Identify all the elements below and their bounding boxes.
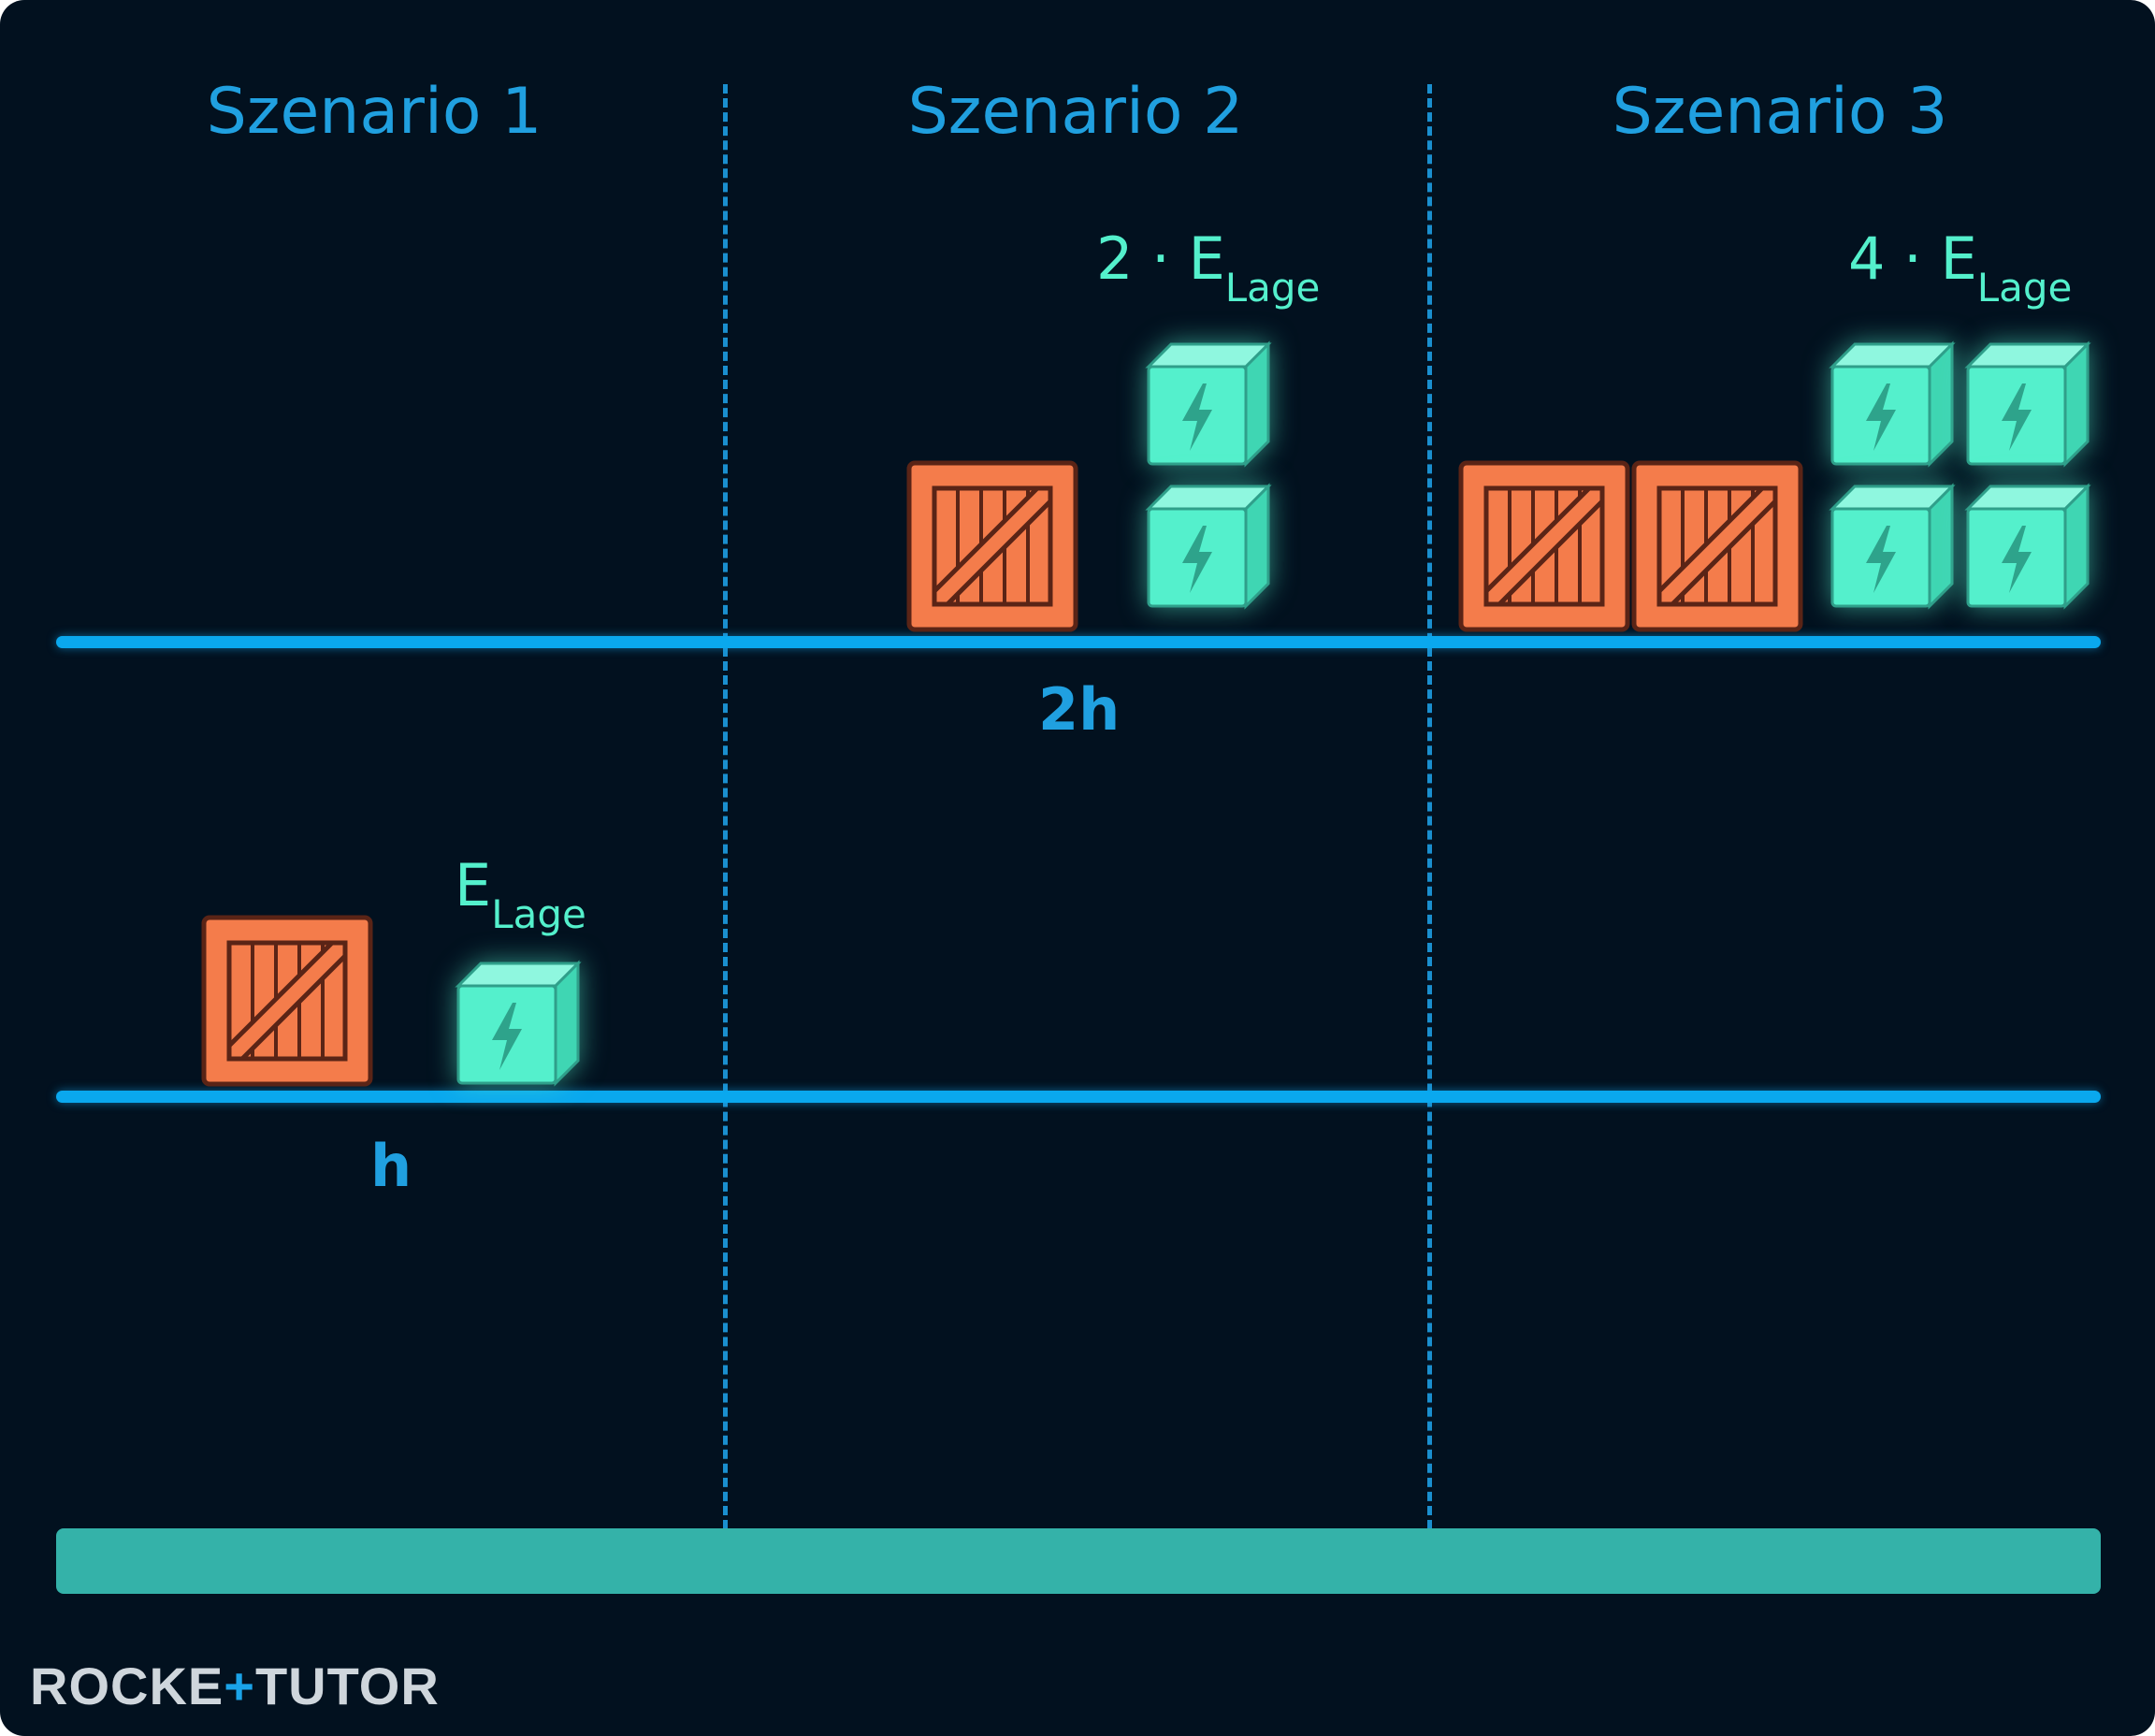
logo-text: ROCKE [30, 1656, 224, 1715]
scenario-2-heading: Szenario 2 [907, 75, 1244, 149]
ground-bar [56, 1528, 2101, 1594]
energy-cube-icon [1145, 483, 1272, 610]
scenario-1-heading: Szenario 1 [206, 75, 542, 149]
energy-label-scenario-1: ELage [455, 851, 586, 937]
height-label-2h: 2h [1038, 675, 1121, 744]
crate-icon [201, 915, 373, 1087]
energy-cube-icon [1145, 340, 1272, 468]
scenario-divider-1 [723, 84, 728, 1529]
crate-icon [906, 460, 1078, 632]
rocket-tutor-logo: ROCKE+TUTOR [30, 1656, 440, 1716]
energy-subscript: Lage [1224, 265, 1321, 311]
energy-cube-icon [1829, 340, 1956, 468]
energy-label-scenario-3: 4 · ELage [1848, 224, 2072, 311]
energy-cube-icon [1964, 340, 2091, 468]
logo-text: R [400, 1656, 440, 1715]
logo-text: TUTO [254, 1656, 401, 1715]
scenario-divider-2 [1427, 84, 1432, 1529]
logo-plus: + [224, 1656, 255, 1715]
crate-icon [1458, 460, 1630, 632]
shelf-h [56, 1091, 2101, 1103]
crate-icon [1631, 460, 1803, 632]
energy-symbol: E [455, 851, 492, 919]
energy-symbol: 2 · E [1096, 224, 1225, 293]
energy-cube-icon [1964, 483, 2091, 610]
energy-label-scenario-2: 2 · ELage [1096, 224, 1320, 311]
shelf-2h [56, 636, 2101, 648]
energy-subscript: Lage [491, 891, 586, 937]
scenario-3-heading: Szenario 3 [1612, 75, 1948, 149]
energy-symbol: 4 · E [1848, 224, 1977, 293]
energy-cube-icon [1829, 483, 1956, 610]
energy-subscript: Lage [1976, 265, 2073, 311]
height-label-h: h [370, 1132, 412, 1200]
energy-cube-icon [455, 960, 582, 1087]
